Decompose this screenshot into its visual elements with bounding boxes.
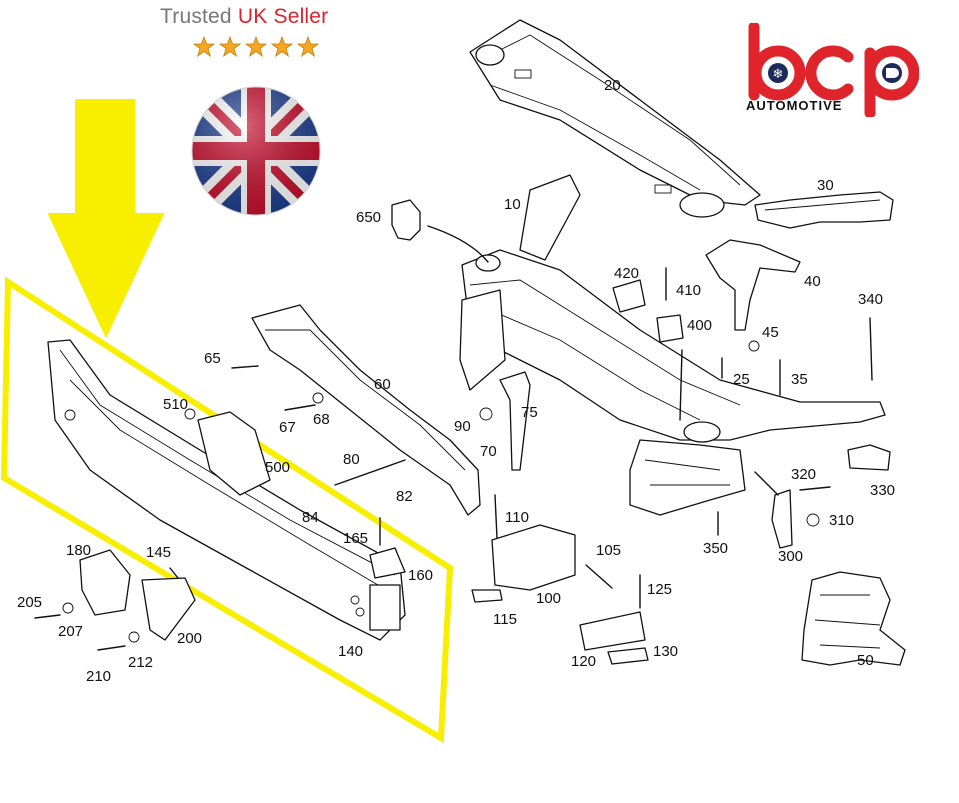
star-icon	[270, 36, 294, 58]
highlight-box	[0, 276, 454, 744]
label-90: 90	[454, 418, 471, 435]
bcp-automotive-logo: ❄	[748, 23, 919, 117]
label-10: 10	[504, 196, 521, 213]
yellow-arrow-icon	[47, 99, 165, 339]
label-25: 25	[733, 371, 750, 388]
rating-stars	[193, 36, 320, 58]
label-115: 115	[493, 611, 517, 628]
label-400: 400	[687, 317, 712, 334]
trusted-text: Trusted	[160, 5, 232, 28]
label-210: 210	[86, 668, 111, 685]
label-310: 310	[829, 512, 854, 529]
uk-seller-text: UK Seller	[237, 5, 329, 28]
part-30-bracket	[754, 191, 894, 229]
label-30: 30	[817, 177, 834, 194]
part-labels: 20 30 10 650 420 410 40 340 400 45 65 25…	[17, 77, 895, 685]
label-207: 207	[58, 623, 83, 640]
label-68: 68	[313, 411, 330, 428]
label-212: 212	[128, 654, 153, 671]
label-130: 130	[653, 643, 678, 660]
logo-tagline: AUTOMOTIVE	[746, 98, 843, 113]
label-110: 110	[505, 509, 529, 526]
label-84: 84	[302, 509, 319, 526]
label-410: 410	[676, 282, 701, 299]
label-65: 65	[204, 350, 221, 367]
trusted-uk-seller-badge: Trusted UK Seller	[160, 5, 328, 29]
star-icon	[193, 36, 216, 58]
label-70: 70	[480, 443, 497, 460]
label-320: 320	[791, 466, 816, 483]
label-67: 67	[279, 419, 296, 436]
label-60: 60	[374, 376, 391, 393]
label-340: 340	[858, 291, 883, 308]
label-105: 105	[596, 542, 621, 559]
label-145: 145	[146, 544, 171, 561]
label-40: 40	[804, 273, 821, 290]
label-205: 205	[17, 594, 42, 611]
part-40-bracket	[705, 239, 801, 331]
union-jack-flag-icon	[191, 86, 321, 216]
label-140: 140	[338, 643, 363, 660]
label-330: 330	[870, 482, 895, 499]
label-300: 300	[778, 548, 803, 565]
label-35: 35	[791, 371, 808, 388]
part-20-upper-crossmember	[469, 19, 761, 218]
label-45: 45	[762, 324, 779, 341]
label-125: 125	[647, 581, 672, 598]
label-20: 20	[604, 77, 621, 94]
label-650: 650	[356, 209, 381, 226]
label-120: 120	[571, 653, 596, 670]
label-100: 100	[536, 590, 561, 607]
misc-fasteners	[34, 199, 891, 665]
star-icon	[218, 36, 242, 58]
label-160: 160	[408, 567, 433, 584]
part-140-bumper-reinforcement	[47, 339, 406, 641]
label-500: 500	[265, 459, 290, 476]
label-82: 82	[396, 488, 413, 505]
label-80: 80	[343, 451, 360, 468]
label-350: 350	[703, 540, 728, 557]
part-50-mount	[801, 571, 906, 666]
part-60-support	[251, 304, 481, 516]
label-180: 180	[66, 542, 91, 559]
part-10-main-subframe	[459, 174, 886, 516]
label-200: 200	[177, 630, 202, 647]
label-510: 510	[163, 396, 188, 413]
label-50: 50	[857, 652, 874, 669]
label-420: 420	[614, 265, 639, 282]
star-icon	[244, 36, 268, 58]
star-icon	[296, 36, 320, 58]
svg-text:❄: ❄	[773, 67, 784, 82]
label-75: 75	[521, 404, 538, 421]
label-165: 165	[343, 530, 368, 547]
